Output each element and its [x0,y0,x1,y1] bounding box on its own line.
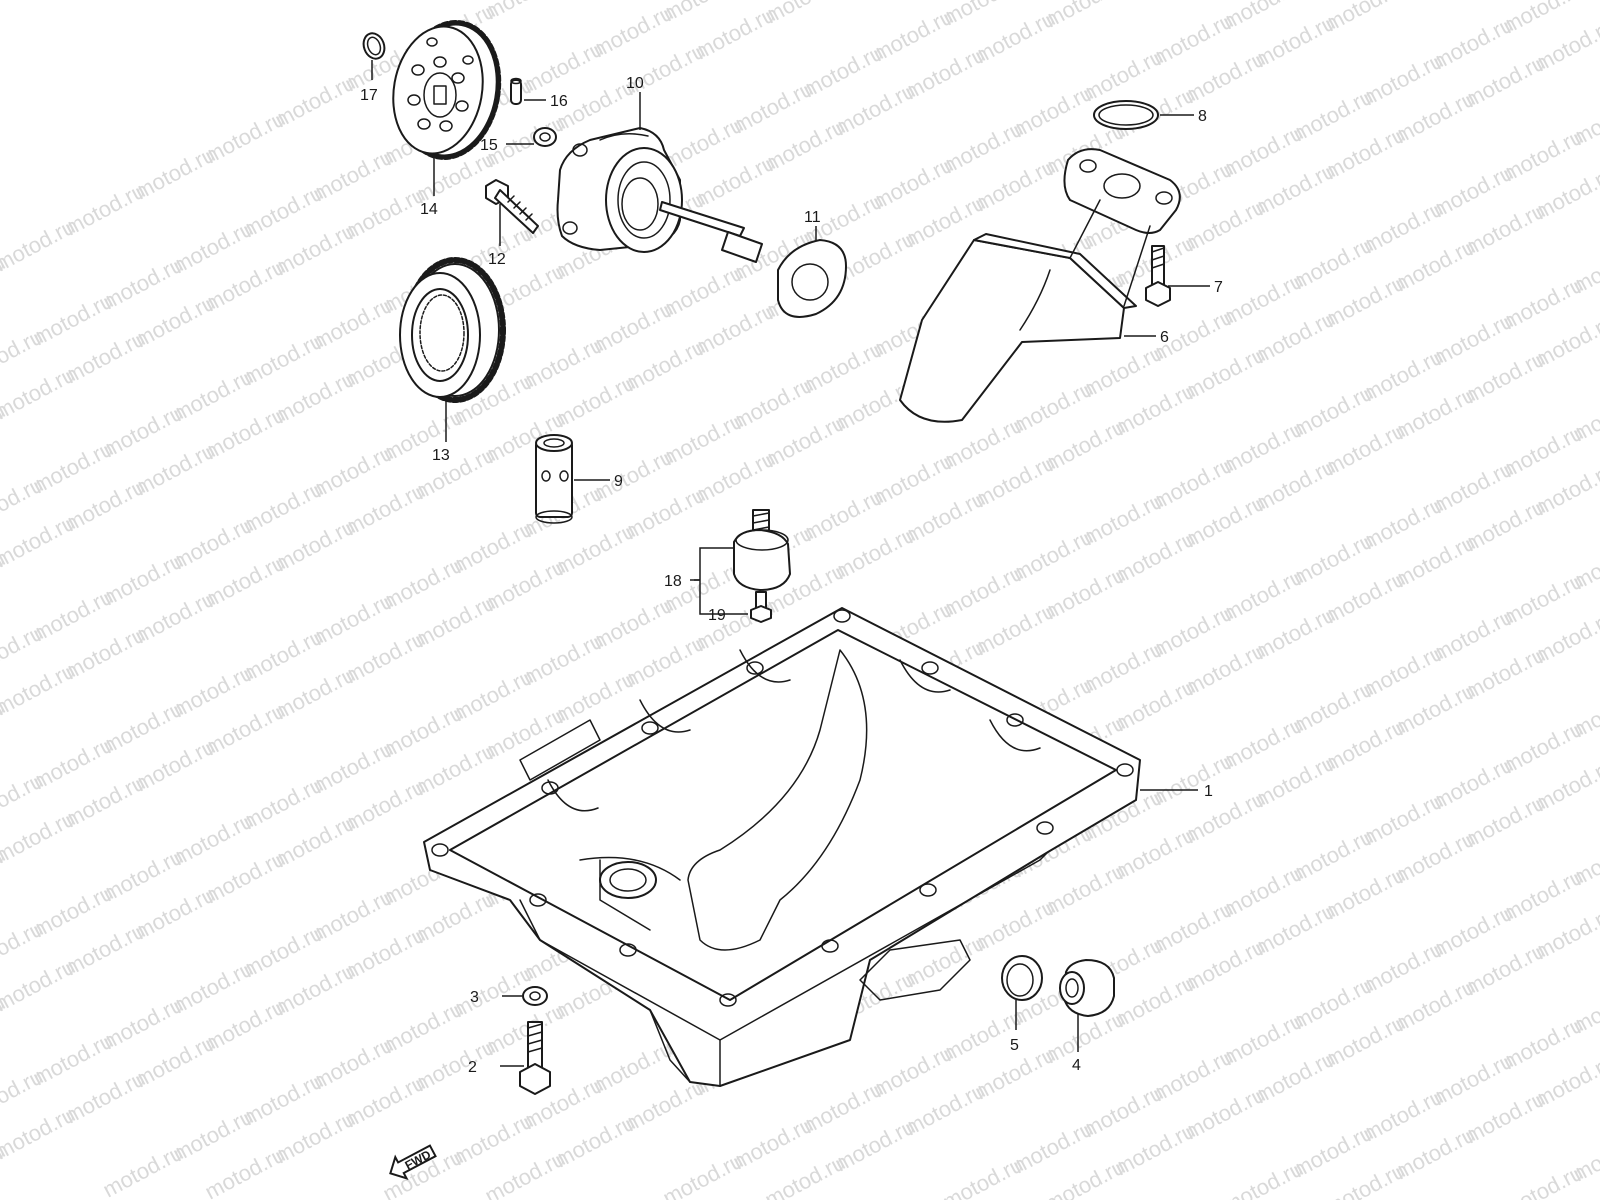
callout-19: 19 [708,607,726,624]
gasket-part-11[interactable] [777,239,847,318]
oil-pump-part-10[interactable] [556,127,763,263]
oil-pump-driven-gear-part-13[interactable] [399,257,506,403]
callout-18: 18 [664,573,682,590]
oil-pipe-part-9[interactable] [535,434,573,524]
watermark-text: motod.ru [1041,0,1129,32]
callout-2: 2 [468,1059,477,1076]
watermark-text: motod.ru [481,0,569,24]
washer-part-3[interactable] [522,986,548,1006]
pin-part-16[interactable] [510,77,522,105]
watermark-text: motod.ru [1531,310,1600,373]
callout-3: 3 [470,989,479,1006]
bolt-part-12[interactable] [485,179,539,234]
screw-part-19[interactable] [750,591,772,623]
o-ring-part-8[interactable] [1093,100,1159,130]
gasket-part-5[interactable] [1001,955,1043,1001]
bolt-part-2[interactable] [519,1021,551,1095]
watermark-text: motod.ru [1531,14,1600,77]
callout-7: 7 [1214,279,1223,296]
leader-lines [371,60,1210,1067]
callouts: 1 2 3 4 5 6 7 8 9 10 11 12 13 14 15 16 1… [360,75,1223,1076]
oil-strainer-part-6[interactable] [899,148,1181,423]
watermark-text: motod.ru [1531,458,1600,521]
watermark-text: motod.ru [1531,162,1600,225]
callout-8: 8 [1198,108,1207,125]
watermark-text: motod.ru [1321,0,1409,36]
callout-5: 5 [1010,1037,1019,1054]
callout-13: 13 [432,447,450,464]
bolt-part-7[interactable] [1145,245,1171,307]
watermark-text: motod.ru [1531,902,1600,965]
callout-4: 4 [1072,1057,1081,1074]
callout-15: 15 [480,137,498,154]
callout-16: 16 [550,93,568,110]
callout-6: 6 [1160,329,1169,346]
drain-plug-part-4[interactable] [1059,959,1115,1017]
washer-part-15[interactable] [533,127,557,147]
watermark-text: motod.ru [761,0,849,28]
callout-12: 12 [488,251,506,268]
callout-17: 17 [360,87,378,104]
callout-14: 14 [420,201,438,218]
watermark-text: motod.ru [1531,1050,1600,1113]
callout-1: 1 [1204,783,1213,800]
oil-pump-sprocket-part-14[interactable] [384,15,510,166]
callout-9: 9 [614,473,623,490]
watermark-text: motod.ru [1531,606,1600,669]
watermark-text: motod.ru [1531,754,1600,817]
callout-10: 10 [626,75,644,92]
oil-pan-part-1[interactable] [423,607,1141,1087]
circlip-part-17[interactable] [360,30,388,61]
callout-11: 11 [804,209,821,226]
oil-pressure-switch-part-18[interactable] [733,509,791,591]
